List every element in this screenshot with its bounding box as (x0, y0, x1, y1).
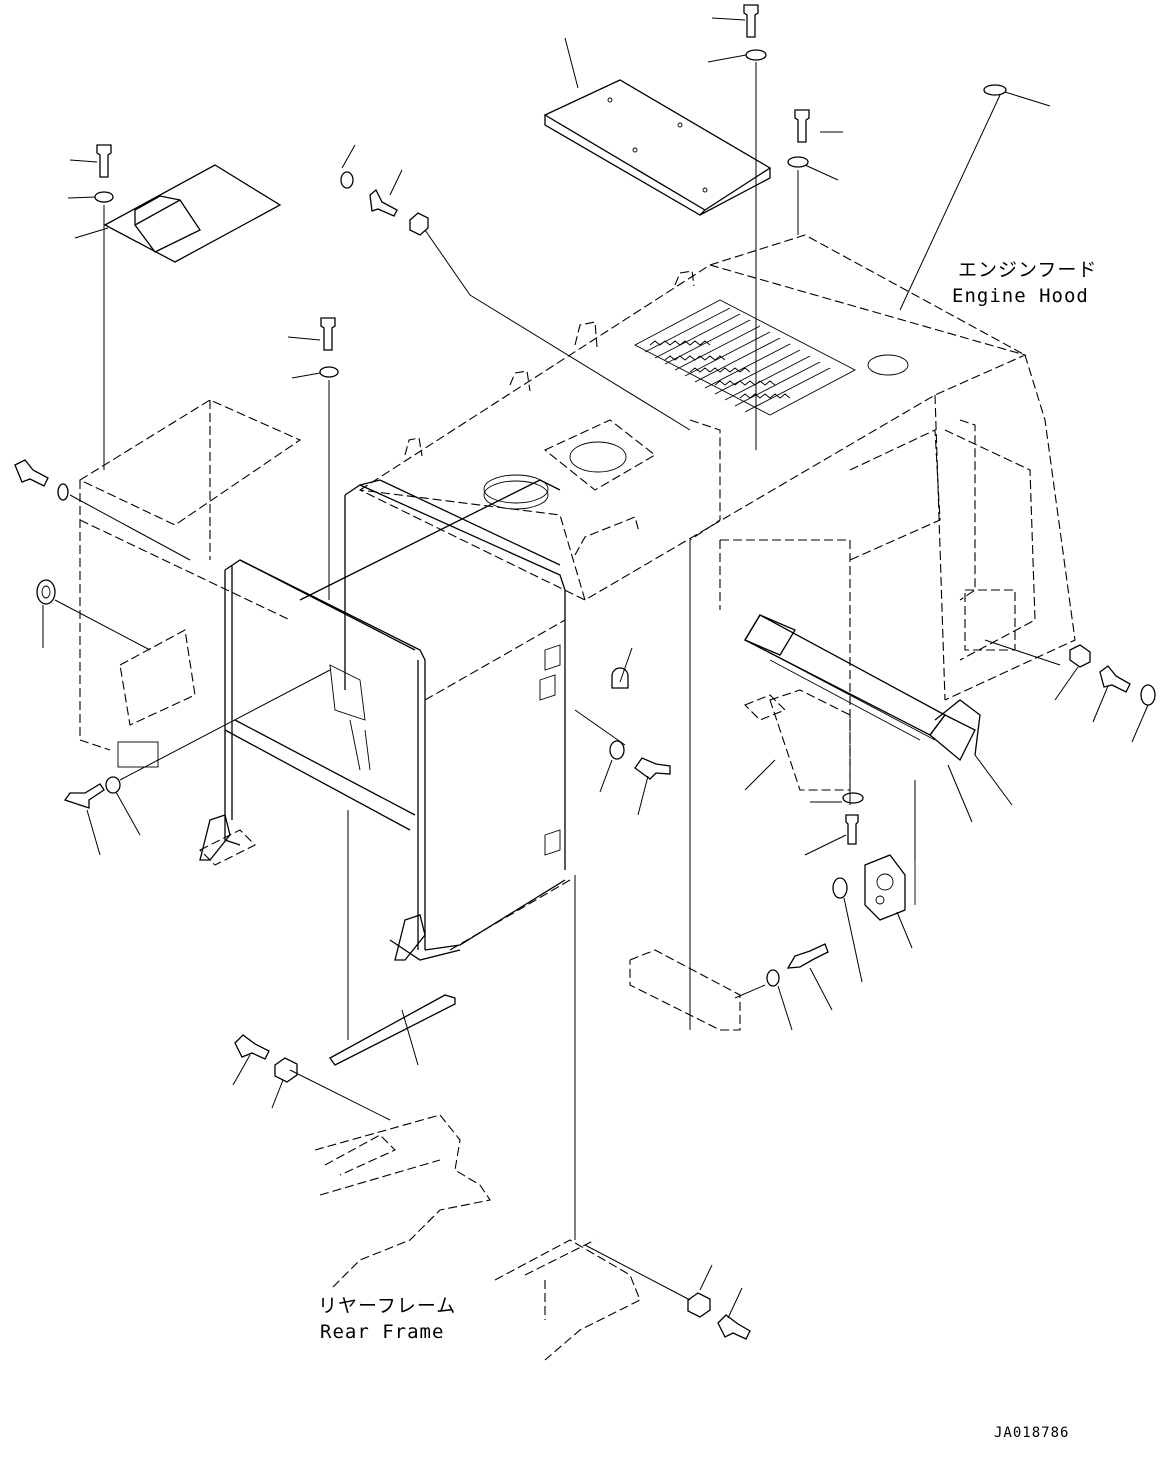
o-ring-right (1140, 684, 1156, 706)
bolt-bottom-right (717, 1314, 751, 1340)
bolt-bottom-left (234, 1034, 270, 1060)
bolt-top-right (794, 109, 810, 143)
bolt-left-side (14, 459, 49, 487)
nut-right (1069, 644, 1091, 668)
nut-bottom-left (274, 1057, 298, 1083)
washer-left-middle (319, 366, 339, 378)
bolt-lower-right (786, 943, 829, 969)
bolt-left-middle (320, 317, 336, 351)
washer-top-center (745, 49, 767, 61)
engine-hood-label-ja: エンジンフード (958, 259, 1097, 281)
bolt-center (634, 757, 671, 780)
top-cover (543, 79, 772, 216)
bolt-top-center (743, 4, 759, 38)
washer-top-left (94, 191, 114, 203)
washer-top-right (787, 156, 809, 168)
washer-right-middle (842, 792, 864, 804)
o-ring-right-lower (832, 877, 848, 899)
washer-left-side (57, 483, 69, 501)
drawing-code: JA018786 (994, 1425, 1069, 1441)
left-small-cover (103, 164, 282, 263)
bolt-right-middle (845, 814, 859, 845)
bolt-right (1099, 665, 1131, 693)
nut-top (409, 212, 429, 236)
o-ring-top (340, 171, 354, 189)
grommet-left (36, 579, 56, 605)
left-side-panel (78, 399, 302, 768)
latch (611, 667, 629, 689)
bottom-bar (329, 994, 456, 1066)
main-frame (199, 479, 571, 961)
grommet-top-right (983, 84, 1007, 96)
washer-center (609, 740, 625, 760)
bolt-top-left (96, 144, 112, 178)
hood-grille (634, 299, 856, 416)
washer-lower-left (105, 776, 121, 794)
washer-lower-right (766, 969, 780, 987)
rear-frame-label-en: Rear Frame (320, 1321, 444, 1343)
bolt-horizontal-top (369, 188, 398, 217)
rear-frame-label-ja: リヤーフレーム (318, 1295, 456, 1317)
callout-leaders (42, 17, 1149, 1319)
nut-bottom-right (687, 1292, 711, 1318)
bolt-lower-left (63, 783, 105, 809)
assembly-lines (54, 62, 1061, 1301)
rear-frame (314, 1114, 641, 1361)
engine-hood (358, 234, 1076, 701)
engine-hood-label-en: Engine Hood (952, 285, 1089, 307)
